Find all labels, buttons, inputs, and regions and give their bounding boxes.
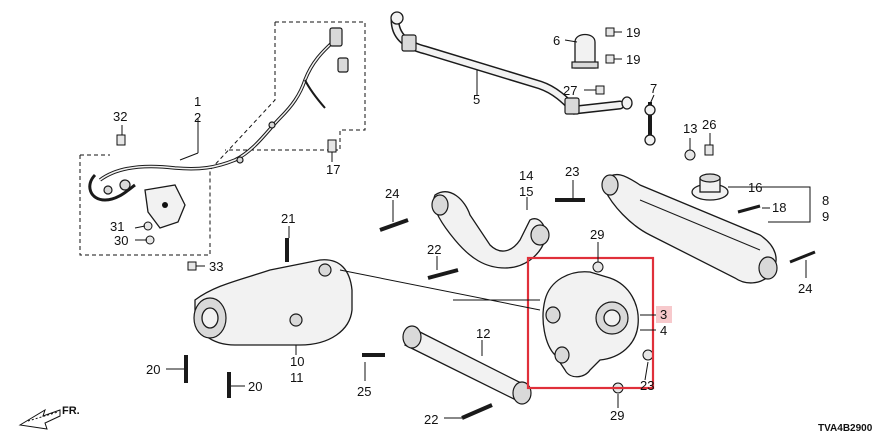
callout-7: 7: [650, 81, 657, 96]
stabilizer-bracket: [571, 33, 599, 69]
callout-6: 6: [553, 33, 560, 48]
front-direction-arrow: [18, 408, 61, 430]
harness-group-outline: [79, 21, 366, 256]
nut-27: [595, 85, 605, 95]
highlight-box-part-3: [526, 256, 655, 390]
callout-14: 14: [519, 168, 533, 183]
callout-19-upper: 19: [626, 25, 640, 40]
callout-23-upper: 23: [565, 164, 579, 179]
lower-arm: [601, 173, 778, 284]
callout-24-right: 24: [798, 281, 812, 296]
callout-33: 33: [209, 259, 223, 274]
bolt-19a: [605, 27, 615, 37]
callout-22-lower: 22: [424, 412, 438, 427]
callout-21: 21: [281, 211, 295, 226]
callout-11: 11: [290, 370, 304, 385]
callout-20-left: 20: [146, 362, 160, 377]
sensor-wire-harness: [88, 27, 349, 202]
bolt-32: [116, 134, 126, 146]
bolt-24a: [379, 218, 409, 232]
leader-lines: [121, 31, 811, 419]
nut-23b: [642, 349, 654, 361]
callout-32: 32: [113, 109, 127, 124]
stabilizer-bar: [390, 11, 633, 115]
lateral-link: [402, 325, 532, 405]
bolt-22a: [427, 268, 459, 280]
rear-knuckle: [542, 261, 639, 378]
bolt-17: [327, 139, 337, 153]
trailing-arm: [193, 259, 353, 346]
bolt-22b: [461, 403, 493, 420]
front-direction-label: FR.: [62, 405, 80, 417]
spring-seat: [691, 173, 729, 201]
bolt-19b: [605, 54, 615, 64]
callout-31: 31: [110, 219, 124, 234]
callout-23-lower: 23: [640, 378, 654, 393]
bolt-24b: [789, 250, 816, 264]
callout-25: 25: [357, 384, 371, 399]
stabilizer-link: [644, 102, 656, 146]
callout-19-lower: 19: [626, 52, 640, 67]
callout-22-upper: 22: [427, 242, 441, 257]
callout-26: 26: [702, 117, 716, 132]
callout-3: 3: [660, 307, 667, 322]
callout-4: 4: [660, 323, 667, 338]
callout-20-right: 20: [248, 379, 262, 394]
diagram-code: TVA4B2900: [818, 423, 873, 434]
callout-10: 10: [290, 354, 304, 369]
callout-12: 12: [476, 326, 490, 341]
callout-1: 1: [194, 94, 201, 109]
callout-30: 30: [114, 233, 128, 248]
callout-17: 17: [326, 162, 340, 177]
callout-5: 5: [473, 92, 480, 107]
callout-2: 2: [194, 110, 201, 125]
callout-18: 18: [772, 200, 786, 215]
callout-27: 27: [563, 83, 577, 98]
callout-8: 8: [822, 193, 829, 208]
callout-29-lower: 29: [610, 408, 624, 423]
callout-13: 13: [683, 121, 697, 136]
callout-24-left: 24: [385, 186, 399, 201]
callout-15: 15: [519, 184, 533, 199]
highlight-label-chip: [656, 306, 672, 323]
bolt-18: [737, 204, 761, 214]
callout-labels: 1 2 3 4 5 6 7 8 9 10 11 12 13 14 15 16 1…: [110, 25, 829, 427]
nut-26: [704, 144, 714, 156]
upper-arm: [431, 191, 550, 269]
callout-16: 16: [748, 180, 762, 195]
callout-9: 9: [822, 209, 829, 224]
nut-13: [684, 149, 696, 161]
harness-bracket: [143, 184, 197, 271]
callout-29-upper: 29: [590, 227, 604, 242]
